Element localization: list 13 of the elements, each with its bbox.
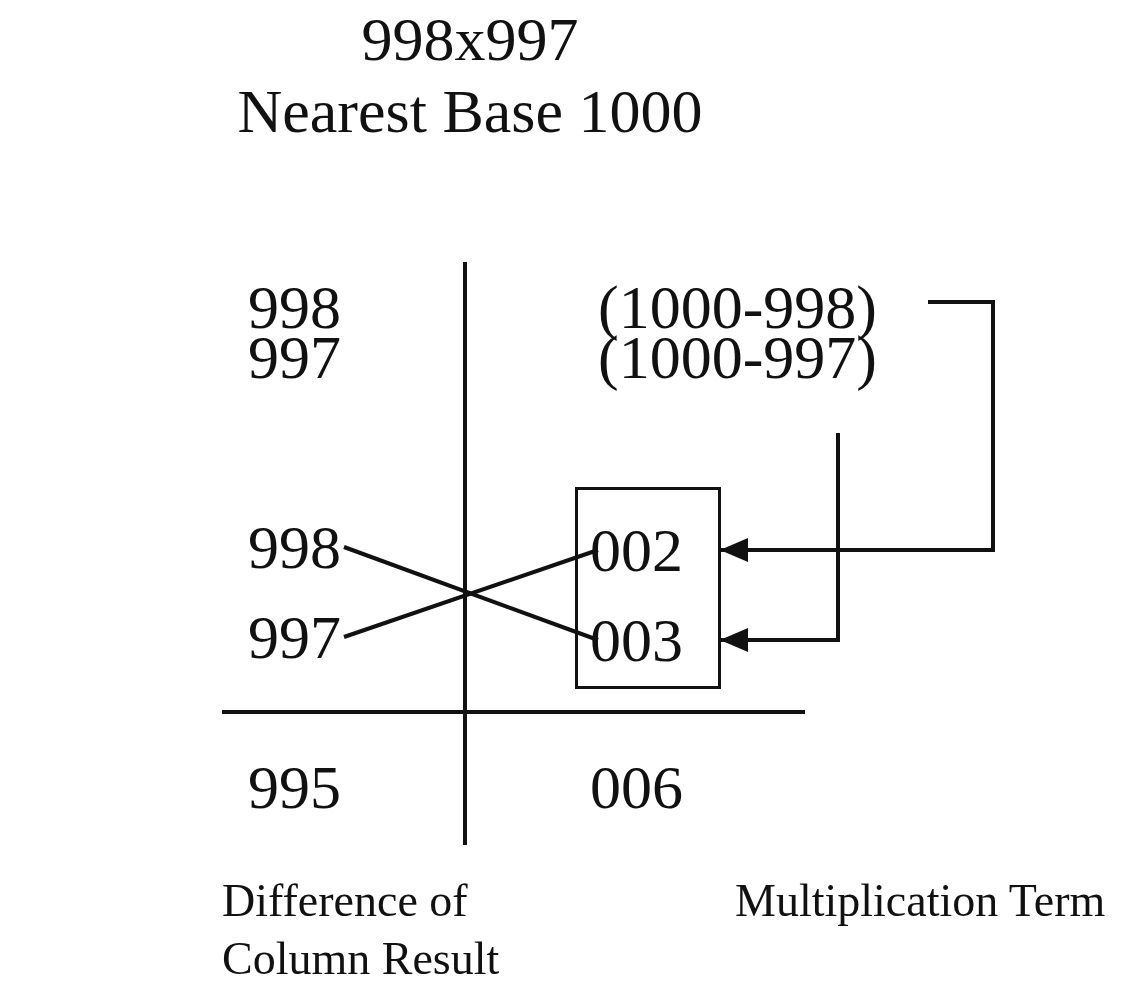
label-text: 006 [590, 756, 683, 818]
label-text: Difference of Column Result [222, 874, 501, 986]
label-text: Multiplication Term [735, 878, 1106, 924]
number-text: 998 [248, 516, 348, 578]
title: 998x997 [360, 8, 580, 70]
subtitle: Nearest Base 1000 [236, 80, 704, 142]
number-text: 002 [590, 519, 718, 581]
outlined-box [575, 487, 721, 689]
arrow [720, 433, 840, 652]
label-text: 995 [248, 756, 341, 818]
number-text: 997 [248, 606, 348, 668]
arrow [720, 300, 995, 562]
number-text: 003 [590, 609, 718, 671]
